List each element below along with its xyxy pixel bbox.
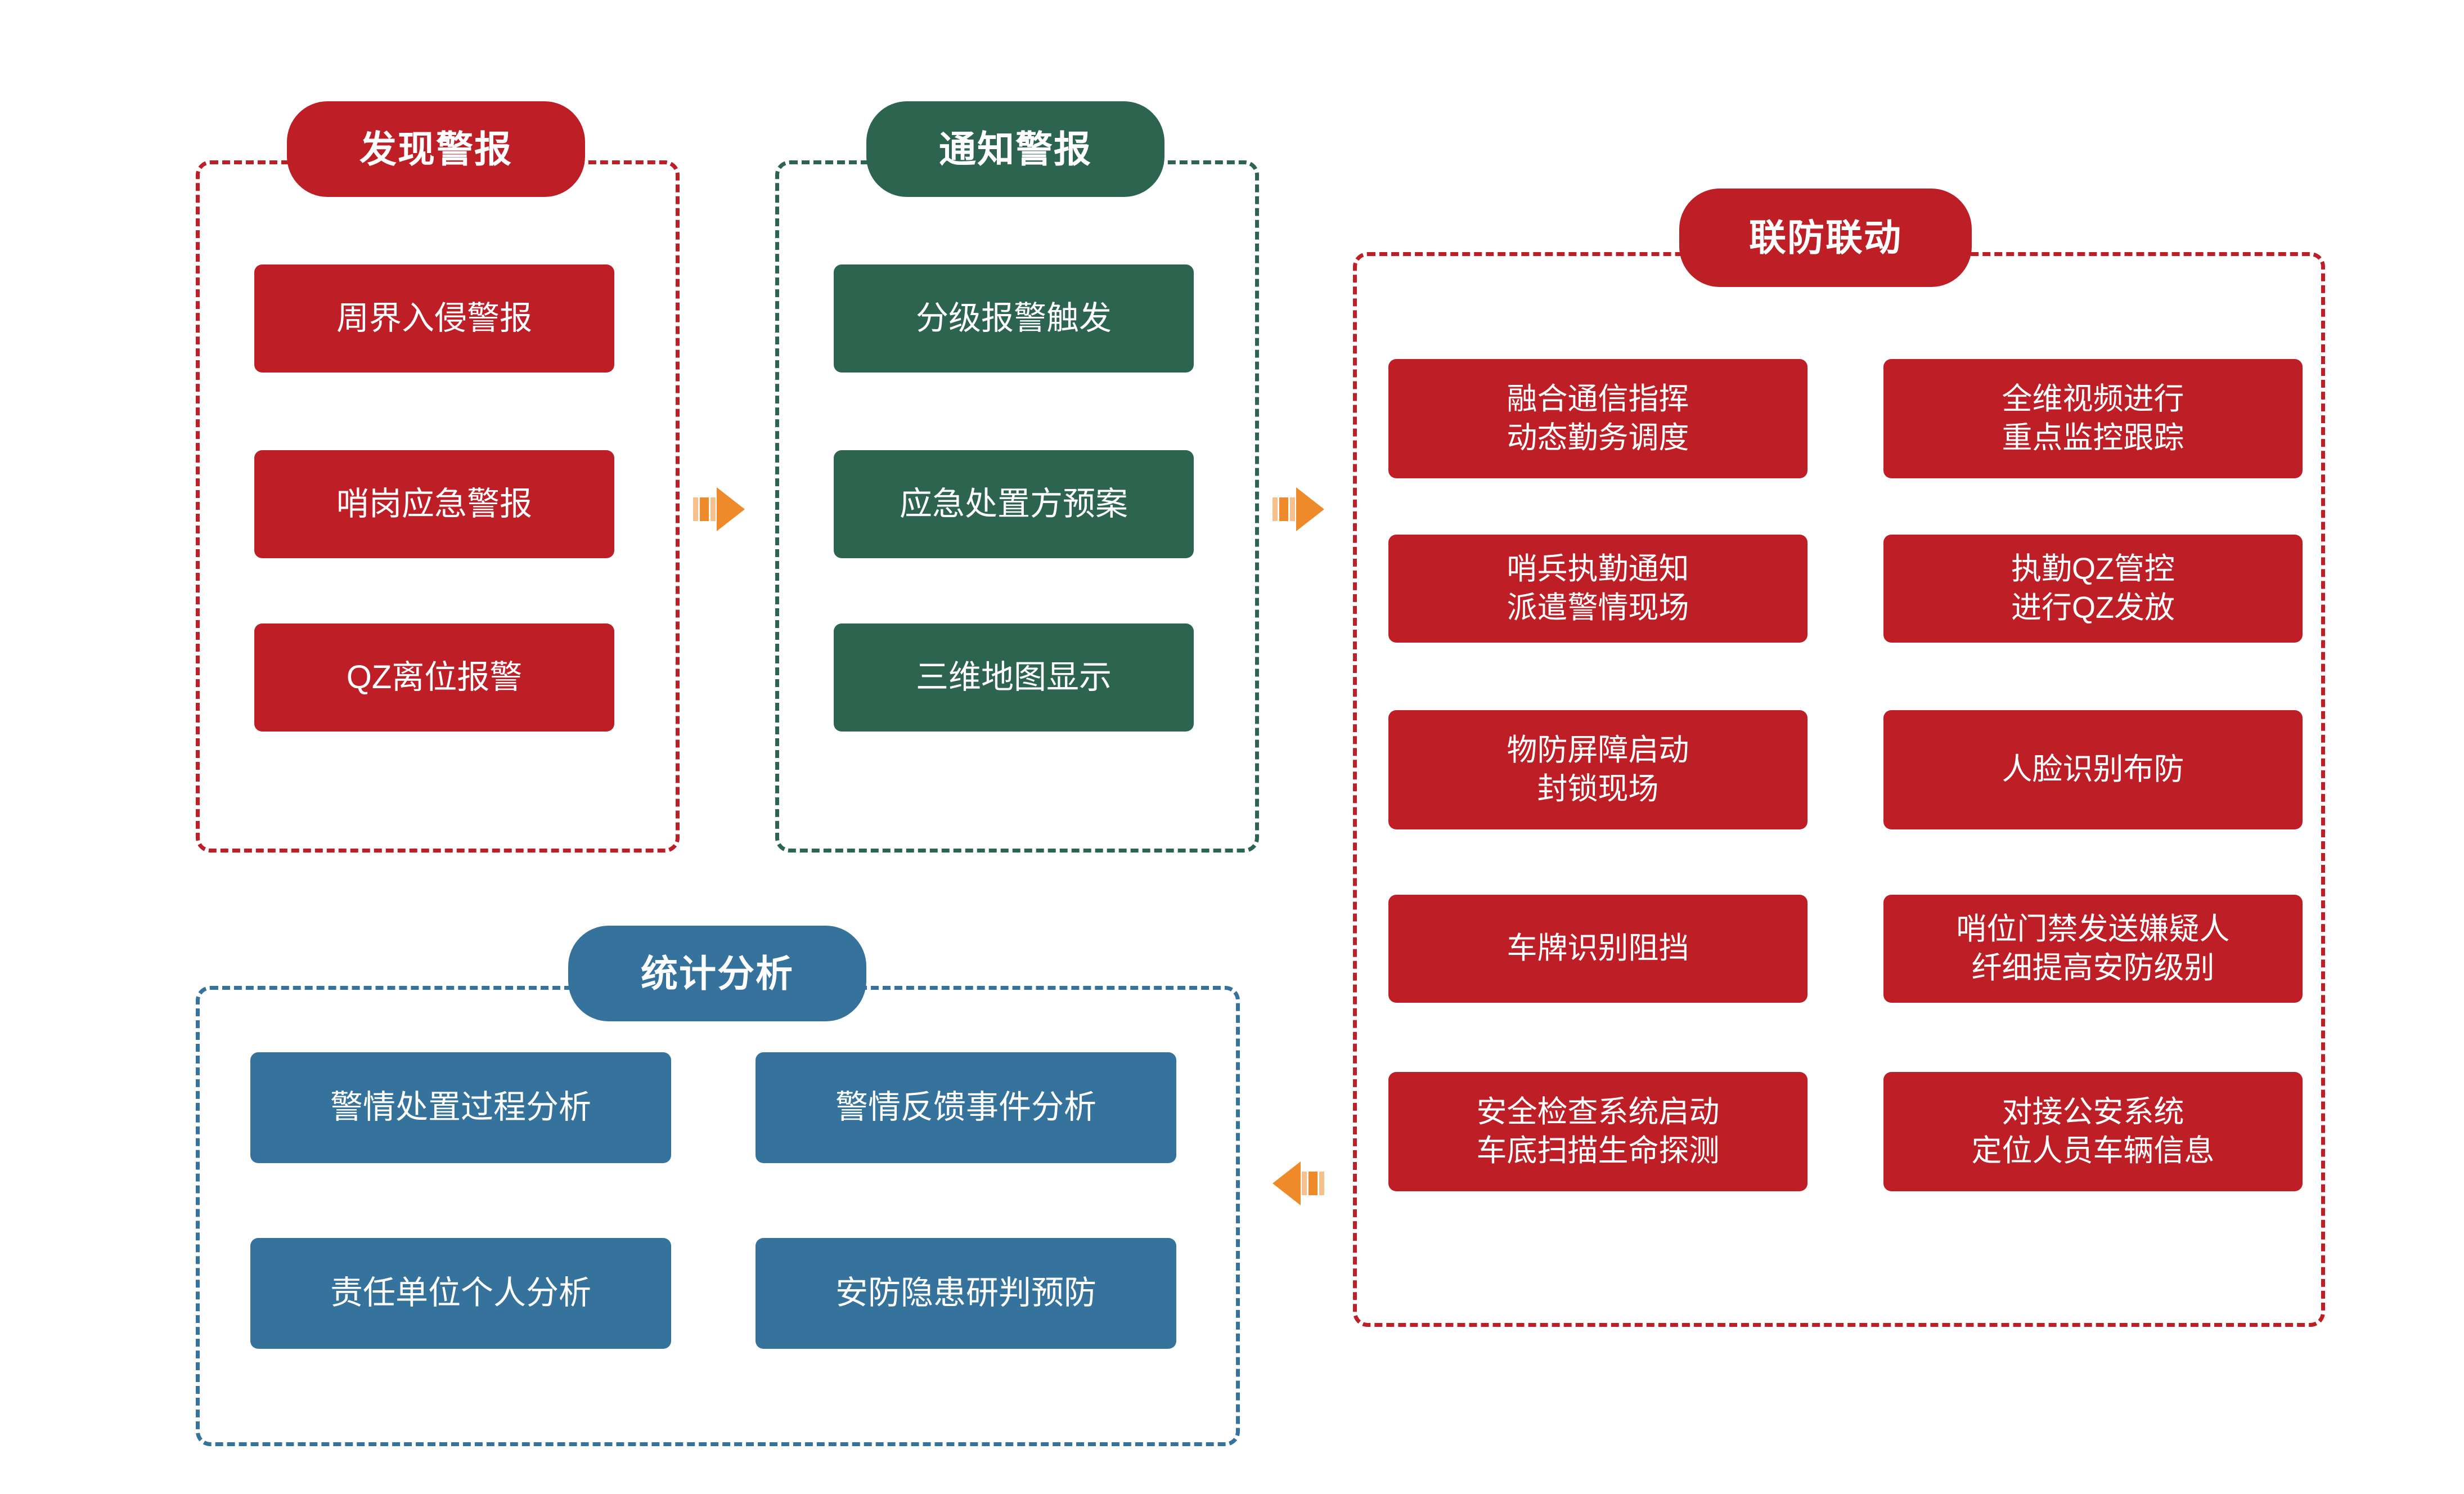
box-statistics-right-item-2[interactable]: 安防隐患研判预防 xyxy=(756,1238,1176,1349)
box-statistics-left-item-1[interactable]: 警情处置过程分析 xyxy=(250,1052,671,1163)
box-statistics-right-item-1[interactable]: 警情反馈事件分析 xyxy=(756,1052,1176,1163)
box-joint-left-item-2[interactable]: 哨兵执勤通知 派遣警情现场 xyxy=(1388,535,1807,643)
box-discover-item-2[interactable]: 哨岗应急警报 xyxy=(254,450,614,558)
box-joint-right-item-5[interactable]: 对接公安系统 定位人员车辆信息 xyxy=(1883,1072,2303,1191)
box-joint-left-item-3[interactable]: 物防屏障启动 封锁现场 xyxy=(1388,710,1807,829)
panel-header-label: 联防联动 xyxy=(1749,217,1902,259)
panel-header-notify-alarm[interactable]: 通知警报 xyxy=(866,101,1164,197)
panel-header-statistics-analysis[interactable]: 统计分析 xyxy=(568,926,866,1021)
box-joint-right-item-4[interactable]: 哨位门禁发送嫌疑人 纤细提高安防级别 xyxy=(1883,895,2303,1003)
panel-header-joint-defense[interactable]: 联防联动 xyxy=(1679,189,1972,287)
panel-header-label: 发现警报 xyxy=(359,128,512,170)
box-discover-item-1[interactable]: 周界入侵警报 xyxy=(254,264,614,373)
arrow-notify-to-joint-icon xyxy=(1273,484,1327,535)
box-joint-left-item-1[interactable]: 融合通信指挥 动态勤务调度 xyxy=(1388,359,1807,478)
box-joint-right-item-2[interactable]: 执勤QZ管控 进行QZ发放 xyxy=(1883,535,2303,643)
box-statistics-left-item-2[interactable]: 责任单位个人分析 xyxy=(250,1238,671,1349)
panel-header-discover-alarm[interactable]: 发现警报 xyxy=(287,101,585,197)
box-notify-item-1[interactable]: 分级报警触发 xyxy=(834,264,1194,373)
box-joint-right-item-1[interactable]: 全维视频进行 重点监控跟踪 xyxy=(1883,359,2303,478)
box-notify-item-2[interactable]: 应急处置方预案 xyxy=(834,450,1194,558)
box-notify-item-3[interactable]: 三维地图显示 xyxy=(834,623,1194,732)
panel-header-label: 统计分析 xyxy=(641,952,794,994)
arrow-discover-to-notify-icon xyxy=(693,484,747,535)
box-discover-item-3[interactable]: QZ离位报警 xyxy=(254,623,614,732)
arrow-joint-to-statistics-icon xyxy=(1270,1158,1324,1209)
box-joint-right-item-3[interactable]: 人脸识别布防 xyxy=(1883,710,2303,829)
panel-header-label: 通知警报 xyxy=(939,128,1092,170)
box-joint-left-item-5[interactable]: 安全检查系统启动 车底扫描生命探测 xyxy=(1388,1072,1807,1191)
box-joint-left-item-4[interactable]: 车牌识别阻挡 xyxy=(1388,895,1807,1003)
